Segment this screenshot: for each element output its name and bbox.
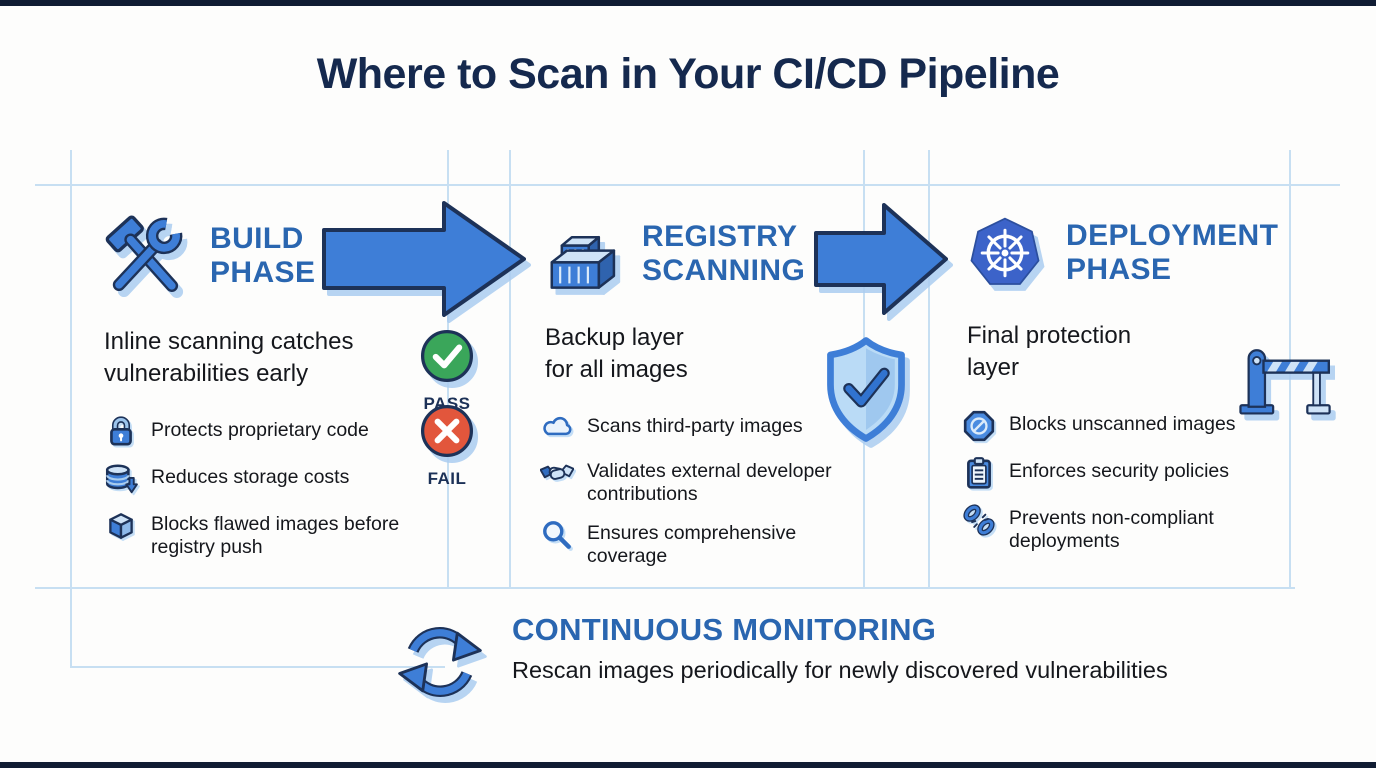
bullet-item: Protects proprietary code <box>104 415 446 449</box>
bullet-text: Blocks flawed images before registry pus… <box>151 512 400 559</box>
flow-arrow-icon <box>814 203 948 315</box>
handshake-icon <box>540 464 574 480</box>
bullet-text: Blocks unscanned images <box>1009 412 1236 435</box>
bullet-item: Reduces storage costs <box>104 462 446 496</box>
bullet-list: Scans third-party images Validates exter… <box>540 411 870 569</box>
hammer-wrench-icon <box>105 215 183 292</box>
phase-title-line: REGISTRY <box>642 220 798 254</box>
grid-line <box>70 150 72 668</box>
grid-line <box>928 150 930 588</box>
phase-description-line: for all images <box>545 356 688 384</box>
bullet-text: Enforces security policies <box>1009 459 1230 482</box>
grid-line <box>70 666 445 668</box>
monitoring-subtitle: Rescan images periodically for newly dis… <box>512 657 1168 683</box>
phase-description: Inline scanning catches vulnerabilities … <box>104 326 446 391</box>
monitoring-title: CONTINUOUS MONITORING <box>512 612 937 647</box>
lock-icon <box>110 416 132 446</box>
fail-label: FAIL <box>427 469 467 488</box>
shield-check-icon <box>827 337 905 442</box>
bullet-list: Blocks unscanned images Enforces securit… <box>962 409 1292 554</box>
phase-description-line: vulnerabilities early <box>104 360 309 388</box>
bullet-item: Validates external developer contributio… <box>540 456 870 507</box>
bullet-text: Protects proprietary code <box>151 418 369 441</box>
container-stack-icon <box>550 235 616 289</box>
phase-title: DEPLOYMENT PHASE <box>1066 219 1278 287</box>
magnifier-icon <box>543 520 571 549</box>
phase-title-line: PHASE <box>1066 253 1172 286</box>
phase-description-line: Backup layer <box>545 324 684 351</box>
check-circle-icon <box>420 329 474 383</box>
phase-title-line: DEPLOYMENT <box>1066 219 1279 253</box>
grid-line <box>35 184 1340 186</box>
monitoring-section: CONTINUOUS MONITORING Rescan images peri… <box>392 612 1168 712</box>
phase-title-line: SCANNING <box>642 254 806 287</box>
phase-column-deployment: DEPLOYMENT PHASE Final protection layer … <box>962 208 1292 554</box>
bullet-item: Ensures comprehensive coverage <box>540 518 870 569</box>
phase-description-line: Inline scanning catches <box>104 328 354 355</box>
bottom-border-bar <box>0 762 1376 768</box>
grid-line <box>509 150 511 588</box>
phase-column-registry: REGISTRY SCANNING Backup layer for all i… <box>540 208 870 568</box>
bullet-item: Prevents non-compliant deployments <box>962 503 1292 554</box>
bullet-text: Prevents non-compliant deployments <box>1009 506 1214 553</box>
refresh-cycle-icon <box>398 627 482 697</box>
phase-description-line: layer <box>967 354 1020 382</box>
page-title: Where to Scan in Your CI/CD Pipeline <box>316 50 1060 98</box>
phase-title-line: BUILD <box>210 222 304 256</box>
phase-description-line: Final protection <box>967 322 1132 349</box>
phase-title: BUILD PHASE <box>210 222 315 290</box>
bullet-item: Enforces security policies <box>962 456 1292 490</box>
bullet-text: Reduces storage costs <box>151 465 350 488</box>
phase-description: Backup layer for all images <box>545 322 870 387</box>
phase-column-build: BUILD PHASE Inline scanning catches vuln… <box>96 208 446 560</box>
broken-chain-icon <box>963 504 995 536</box>
top-border-bar <box>0 0 1376 6</box>
bullet-text: Scans third-party images <box>587 414 803 437</box>
fail-badge: FAIL <box>411 401 483 489</box>
bullet-list: Protects proprietary code Reduces storag… <box>104 415 446 560</box>
flow-arrow-icon <box>322 201 526 317</box>
bullet-item: Blocks flawed images before registry pus… <box>104 509 446 560</box>
no-entry-octagon-icon <box>963 410 995 441</box>
x-circle-icon <box>420 404 474 458</box>
grid-line <box>35 587 1295 589</box>
bullet-text: Ensures comprehensive coverage <box>587 521 797 567</box>
database-download-icon <box>105 464 138 494</box>
kubernetes-helm-icon <box>970 217 1040 285</box>
phase-title-line: PHASE <box>210 256 316 289</box>
bullet-item: Blocks unscanned images <box>962 409 1292 443</box>
cloud-icon <box>543 416 572 435</box>
bullet-item: Scans third-party images <box>540 411 870 445</box>
clipboard-icon <box>967 456 991 489</box>
phase-description: Final protection layer <box>967 320 1292 385</box>
barrier-gate-icon <box>1239 349 1331 415</box>
package-box-icon <box>109 512 133 539</box>
phase-title: REGISTRY SCANNING <box>642 220 805 288</box>
bullet-text: Validates external developer contributio… <box>587 459 832 506</box>
